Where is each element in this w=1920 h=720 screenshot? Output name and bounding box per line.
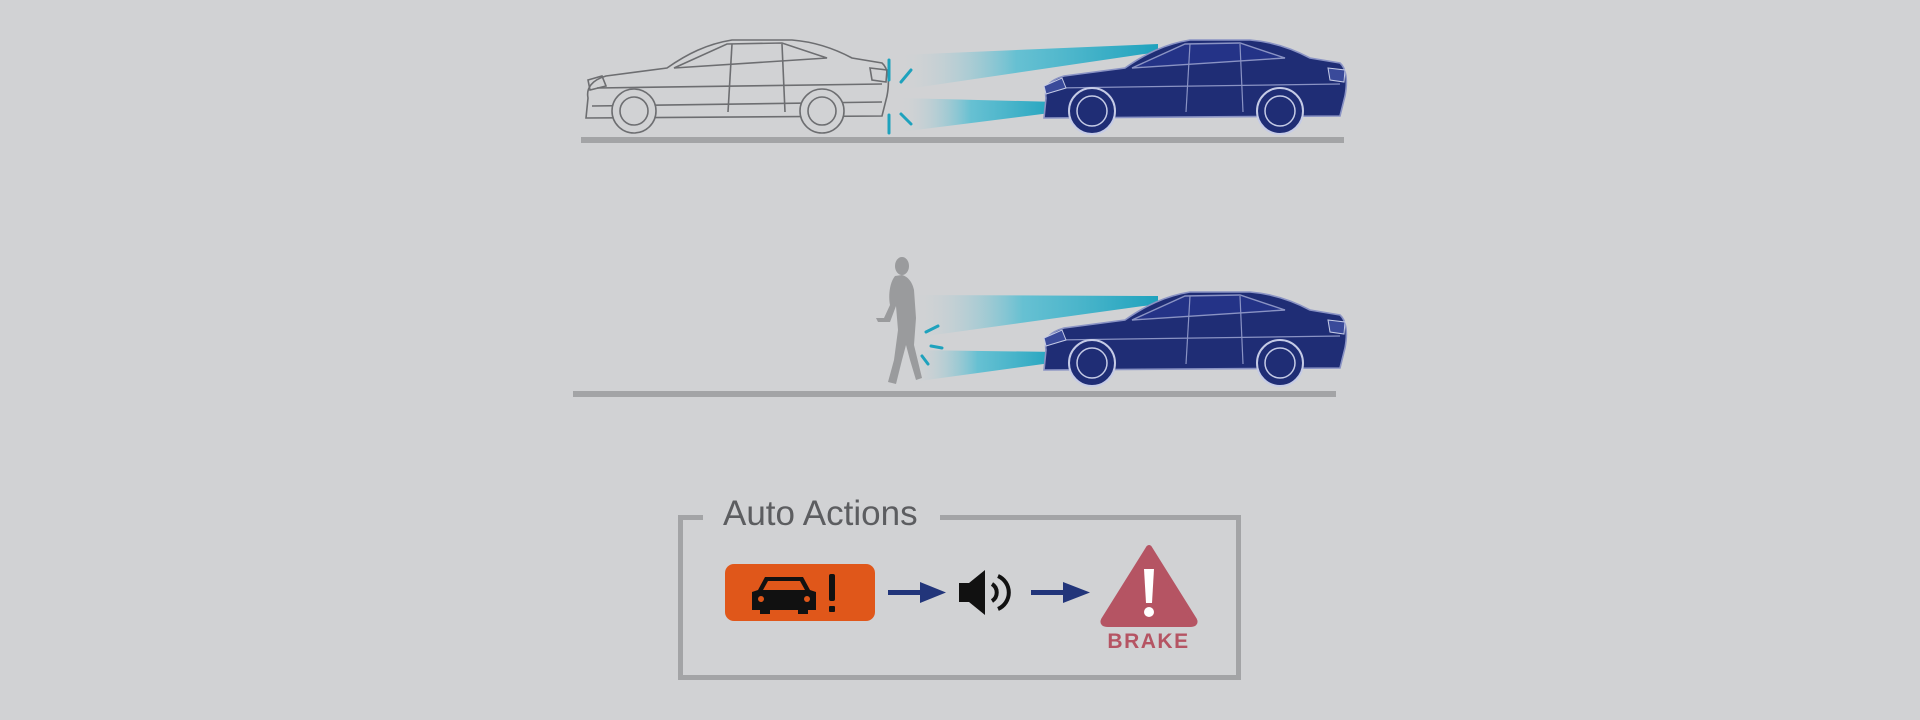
auto-actions-title: Auto Actions <box>703 490 940 538</box>
scene-vehicle-detection <box>581 39 1348 143</box>
own-vehicle <box>1043 39 1348 135</box>
own-vehicle <box>1043 291 1348 387</box>
scene-pedestrian-detection <box>573 257 1348 397</box>
flow-arrow-2 <box>1031 582 1090 603</box>
auto-actions-panel <box>678 515 1241 680</box>
speaker-icon <box>959 570 1011 615</box>
brake-label: BRAKE <box>1107 630 1190 653</box>
lead-vehicle <box>585 39 890 134</box>
pedestrian-figure <box>876 257 922 384</box>
impact-marks <box>887 58 913 135</box>
flow-arrow-1 <box>888 582 946 603</box>
impact-marks <box>920 324 944 366</box>
car-alert-icon <box>725 564 875 621</box>
warning-triangle-icon <box>1100 545 1198 627</box>
road-line <box>573 391 1336 397</box>
road-line <box>581 137 1344 143</box>
